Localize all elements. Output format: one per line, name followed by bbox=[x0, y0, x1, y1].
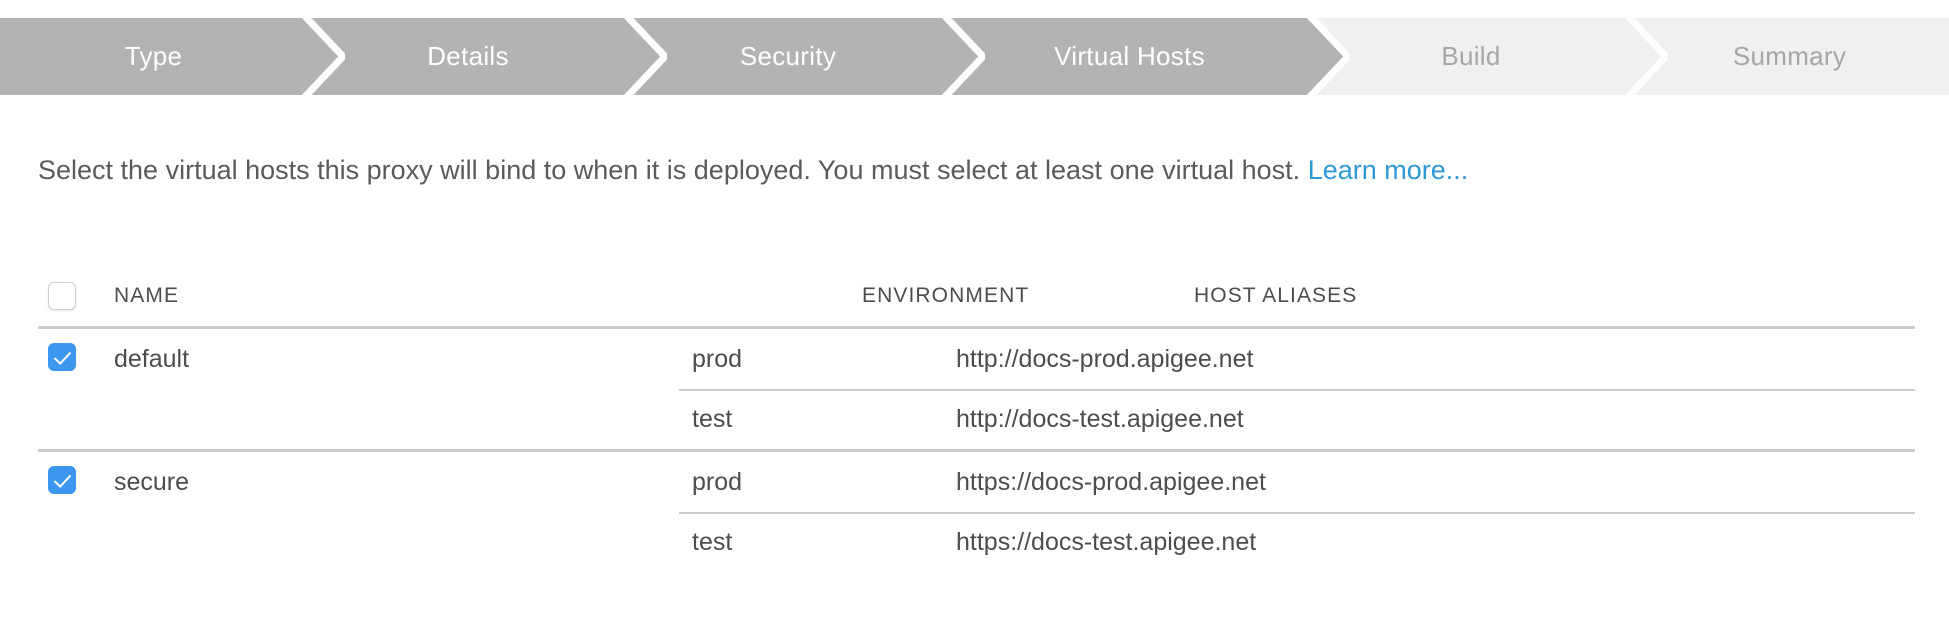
wizard-step-label: Summary bbox=[1732, 41, 1847, 71]
virtual-hosts-table: NAME ENVIRONMENT HOST ALIASES default pro… bbox=[38, 270, 1915, 572]
column-header-host-aliases: HOST ALIASES bbox=[1194, 284, 1358, 307]
wizard-step-details[interactable]: Details bbox=[307, 18, 667, 95]
cell-host-alias: https://docs-test.apigee.net bbox=[956, 528, 1257, 556]
sub-row-divider bbox=[679, 512, 1915, 514]
instruction-sentence: Select the virtual hosts this proxy will… bbox=[38, 155, 1308, 185]
column-header-environment: ENVIRONMENT bbox=[862, 284, 1030, 307]
header-divider bbox=[38, 326, 1915, 329]
table-row[interactable]: default prod http://docs-prod.apigee.net bbox=[38, 329, 1915, 389]
wizard-step-label: Build bbox=[1441, 41, 1501, 71]
cell-environment: prod bbox=[692, 345, 743, 373]
table-row[interactable]: test https://docs-test.apigee.net bbox=[38, 512, 1915, 572]
wizard-step-summary[interactable]: Summary bbox=[1630, 18, 1949, 95]
table-row[interactable]: secure prod https://docs-prod.apigee.net bbox=[38, 452, 1915, 512]
wizard-step-type[interactable]: Type bbox=[0, 18, 345, 95]
learn-more-link[interactable]: Learn more... bbox=[1307, 155, 1469, 185]
wizard-step-virtual-hosts[interactable]: Virtual Hosts bbox=[947, 18, 1350, 95]
cell-environment: test bbox=[692, 405, 733, 433]
virtual-host-group: default prod http://docs-prod.apigee.net te… bbox=[38, 329, 1915, 449]
checkbox-checked-icon[interactable] bbox=[48, 466, 76, 494]
virtual-host-group: secure prod https://docs-prod.apigee.net te… bbox=[38, 452, 1915, 572]
table-header-row: NAME ENVIRONMENT HOST ALIASES bbox=[38, 270, 1915, 326]
select-all-checkbox[interactable] bbox=[48, 282, 76, 310]
cell-virtual-host-name: secure bbox=[114, 468, 190, 496]
cell-environment: prod bbox=[692, 468, 743, 496]
wizard-step-label: Virtual Hosts bbox=[1054, 41, 1205, 71]
column-header-name: NAME bbox=[114, 284, 180, 307]
table-row[interactable]: test http://docs-test.apigee.net bbox=[38, 389, 1915, 449]
instruction-text: Select the virtual hosts this proxy will… bbox=[38, 155, 1898, 186]
wizard-step-security[interactable]: Security bbox=[629, 18, 985, 95]
group-divider bbox=[38, 449, 1915, 452]
wizard-step-label: Security bbox=[739, 41, 837, 71]
wizard-step-build[interactable]: Build bbox=[1312, 18, 1668, 95]
cell-host-alias: http://docs-test.apigee.net bbox=[956, 405, 1244, 433]
cell-virtual-host-name: default bbox=[114, 345, 190, 373]
wizard-step-label: Type bbox=[124, 41, 183, 71]
table-body: default prod http://docs-prod.apigee.net te… bbox=[38, 329, 1915, 572]
sub-row-divider bbox=[679, 389, 1915, 391]
wizard-step-bar: Type Details Security Virtual Hosts Build Sum… bbox=[0, 18, 1949, 95]
cell-host-alias: http://docs-prod.apigee.net bbox=[956, 345, 1254, 373]
checkbox-checked-icon[interactable] bbox=[48, 343, 76, 371]
wizard-step-label: Details bbox=[427, 41, 509, 71]
cell-host-alias: https://docs-prod.apigee.net bbox=[956, 468, 1266, 496]
cell-environment: test bbox=[692, 528, 733, 556]
